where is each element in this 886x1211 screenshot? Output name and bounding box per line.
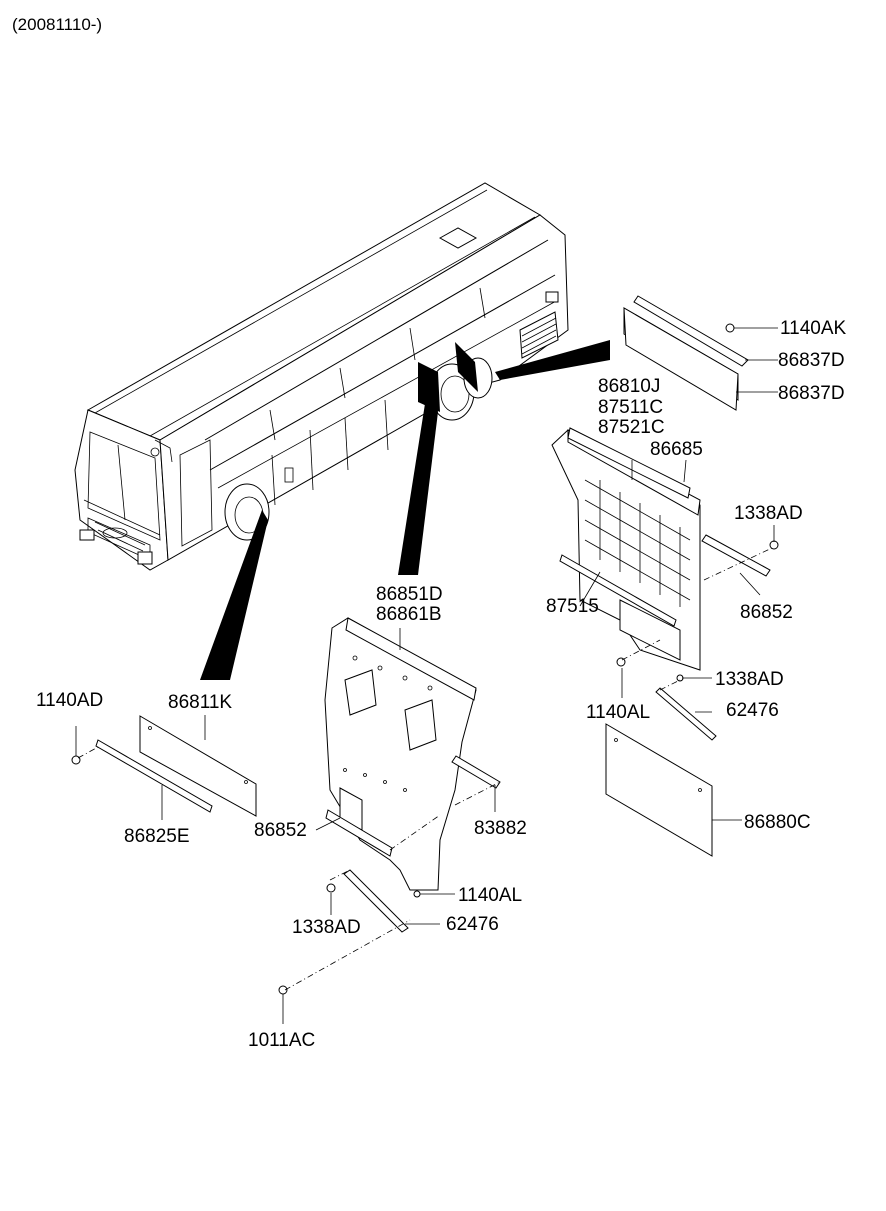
label-87521c: 87521C (598, 417, 665, 438)
label-83882: 83882 (474, 818, 527, 839)
label-86811k: 86811K (168, 692, 232, 713)
rear-splash-guard (551, 427, 779, 741)
label-86837d-top: 86837D (778, 350, 845, 371)
label-86880c: 86880C (744, 812, 811, 833)
label-1338ad-right: 1338AD (734, 503, 803, 524)
label-62476-right: 62476 (726, 700, 779, 721)
label-1338ad-mid: 1338AD (715, 669, 784, 690)
label-1140ak: 1140AK (780, 318, 847, 339)
label-87515: 87515 (546, 596, 599, 617)
front-splash-guard (278, 617, 501, 1024)
label-1011ac: 1011AC (248, 1030, 315, 1051)
label-86810j: 86810J (598, 376, 660, 397)
label-86837d-bottom: 86837D (778, 383, 845, 404)
label-86825e: 86825E (124, 826, 190, 847)
mud-flap-86880c (605, 723, 742, 857)
label-86861b: 86861B (376, 604, 442, 625)
callout-arrows (200, 340, 610, 680)
label-62476-center: 62476 (446, 914, 499, 935)
label-87511c: 87511C (598, 397, 663, 418)
mud-flap-rear-assembly (623, 295, 778, 411)
front-mud-flap-assembly (71, 715, 257, 820)
label-1140ad: 1140AD (36, 690, 103, 711)
bus-illustration (74, 182, 569, 571)
label-86851d: 86851D (376, 584, 443, 605)
date-range-header: (20081110-) (12, 15, 102, 34)
label-1140al-center: 1140AL (458, 885, 522, 906)
label-86685: 86685 (650, 439, 703, 460)
label-1338ad-left: 1338AD (292, 917, 361, 938)
label-86852-left: 86852 (254, 820, 307, 841)
label-1140al-right: 1140AL (586, 702, 650, 723)
label-86852-right: 86852 (740, 602, 793, 623)
